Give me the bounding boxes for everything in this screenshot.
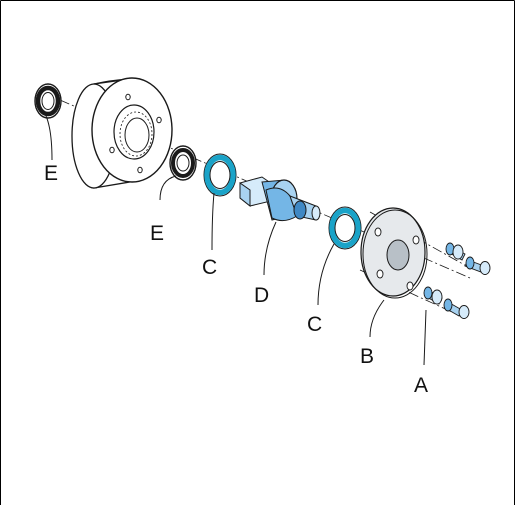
shaft	[239, 176, 321, 222]
seal-ring-middle	[169, 145, 197, 181]
leader-e-left	[45, 115, 53, 161]
label-e-left: E	[44, 162, 58, 185]
leader-a	[423, 309, 427, 366]
cap-screws	[423, 242, 491, 319]
flange-plate	[360, 207, 428, 299]
cap-screw-4	[443, 298, 470, 319]
cap-screw-1	[445, 242, 466, 261]
leader-c-right	[317, 243, 335, 306]
washer-left	[203, 153, 237, 197]
callout-labels: E E C D C B A	[44, 162, 428, 397]
leader-d	[263, 221, 277, 276]
housing-cylinder	[71, 77, 173, 189]
cap-screw-3	[423, 286, 443, 305]
leader-c-left	[211, 192, 215, 251]
seal-ring-left	[34, 83, 62, 119]
label-e-middle: E	[150, 222, 164, 245]
label-b: B	[360, 345, 374, 368]
leader-b	[369, 299, 385, 338]
label-c-left: C	[202, 256, 217, 279]
washer-right	[328, 206, 362, 250]
cap-screw-2	[464, 256, 491, 275]
label-d: D	[254, 284, 269, 307]
label-c-right: C	[307, 313, 322, 336]
label-a: A	[414, 374, 428, 397]
leader-e-middle	[159, 175, 177, 201]
leader-lines	[45, 115, 427, 366]
